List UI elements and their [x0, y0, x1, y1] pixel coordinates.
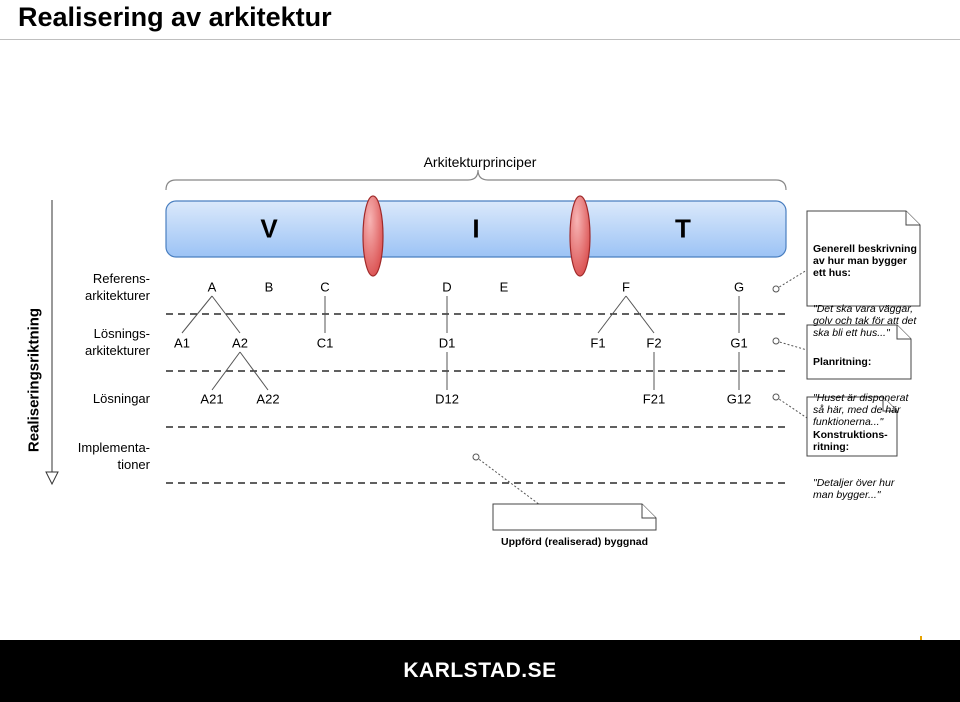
sa-item-f1: F1	[590, 335, 606, 351]
ref-item-a: A	[207, 279, 217, 295]
note-general-body: "Det ska vara väggar, golv och tak för a…	[813, 303, 917, 339]
note-plan-body: "Huset är disponerat så här, med de här …	[813, 392, 909, 428]
ref-item-c: C	[320, 279, 330, 295]
note-general-heading: Generell beskrivning av hur man bygger e…	[813, 243, 917, 279]
direction-arrowhead	[45, 471, 59, 486]
note-construction-body: "Detaljer över hur man bygger..."	[813, 477, 895, 501]
note-built-heading: Uppförd (realiserad) byggnad	[500, 536, 648, 548]
tree-connectors	[181, 295, 740, 391]
row-label-reference: Referens- arkitekturer	[84, 271, 150, 303]
ref-item-d: D	[442, 279, 452, 295]
sa-item-f2: F2	[646, 335, 662, 351]
principles-label: Arkitekturprinciper	[423, 154, 537, 170]
ref-item-b: B	[264, 279, 274, 295]
principle-t: T	[675, 213, 691, 244]
ref-item-f: F	[622, 279, 630, 295]
lens-2	[569, 195, 591, 277]
note-construction-heading: Konstruktions- ritning:	[813, 429, 888, 453]
sa-item-g1: G1	[730, 335, 748, 351]
note-plan-heading: Planritning:	[813, 356, 872, 368]
sol-item-f21: F21	[642, 391, 666, 407]
footer-bar	[0, 640, 960, 702]
row-label-solution-arch: Lösnings- arkitekturer	[84, 326, 150, 358]
note-plan: Planritning: "Huset är disponerat så här…	[807, 327, 911, 445]
sa-item-c1: C1	[316, 335, 334, 351]
sa-item-d1: D1	[438, 335, 456, 351]
note-built: Uppförd (realiserad) byggnad	[493, 507, 656, 565]
callout-dots	[472, 285, 780, 461]
sol-item-g12: G12	[726, 391, 752, 407]
sa-item-a1: A1	[174, 335, 190, 351]
note-construction: Konstruktions- ritning: "Detaljer över h…	[807, 400, 897, 518]
page-title: Realisering av arkitektur	[18, 2, 332, 32]
principles-bar	[165, 200, 787, 258]
ref-item-e: E	[499, 279, 509, 295]
sol-item-a21: A21	[200, 391, 224, 407]
sol-item-a22: A22	[256, 391, 280, 407]
principles-brace	[165, 169, 787, 191]
lens-1	[362, 195, 384, 277]
sa-item-a2: A2	[232, 335, 248, 351]
note-general: Generell beskrivning av hur man bygger e…	[807, 214, 920, 356]
callout-leaders	[475, 269, 808, 506]
ref-item-g: G	[733, 279, 745, 295]
row-label-implementations: Implementa- tioner	[77, 440, 150, 472]
title-divider	[0, 39, 960, 40]
principle-i: I	[472, 213, 480, 244]
brand-logo-text: KARLSTAD.SE	[403, 659, 557, 682]
note-shapes	[492, 210, 921, 531]
direction-label: Realiseringsriktning	[25, 307, 43, 453]
principle-v: V	[260, 213, 278, 244]
sol-item-d12: D12	[435, 391, 459, 407]
row-label-solutions: Lösningar	[92, 391, 150, 406]
